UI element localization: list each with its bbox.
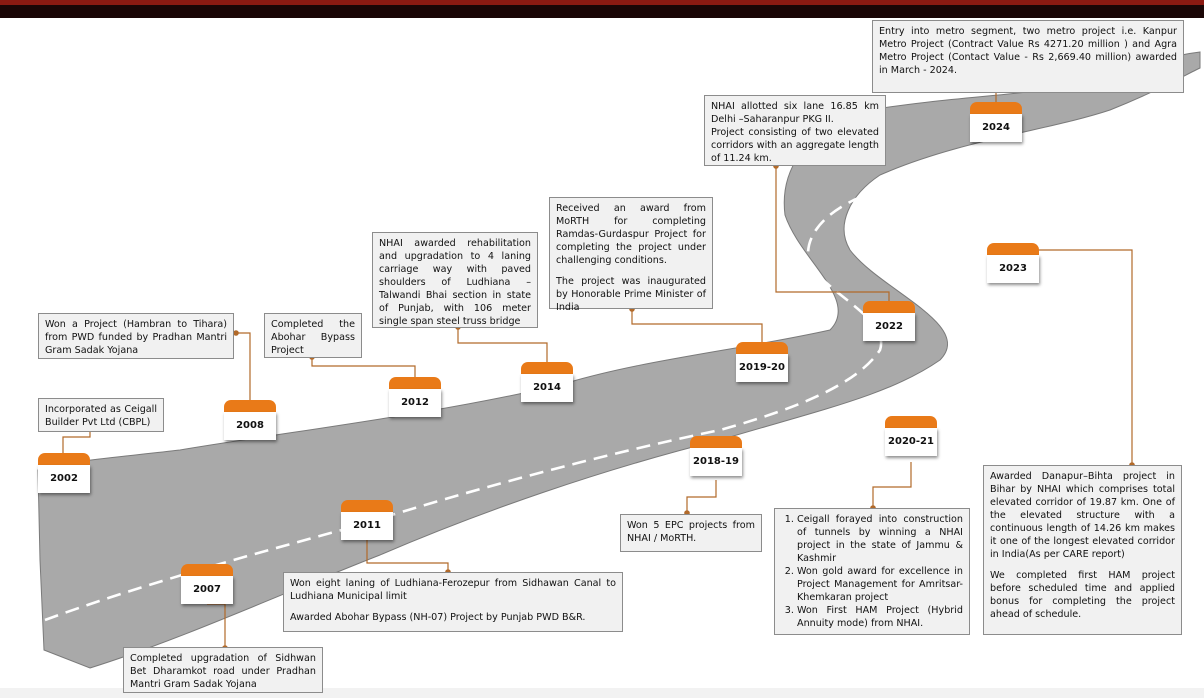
note-text: Won 5 EPC projects from NHAI / MoRTH. <box>627 520 755 544</box>
road-surface <box>37 51 1201 669</box>
note-text: Awarded Danapur–Bihta project in Bihar b… <box>990 471 1175 560</box>
connector-2012 <box>311 357 416 377</box>
note-text: We completed first HAM project before sc… <box>990 570 1175 620</box>
note-2023: Awarded Danapur–Bihta project in Bihar b… <box>983 465 1182 635</box>
milestone-year: 2007 <box>181 576 233 604</box>
milestone-cap <box>341 500 393 514</box>
note-2022: NHAI allotted six lane 16.85 km Delhi –S… <box>704 95 886 166</box>
note-2018-19: Won 5 EPC projects from NHAI / MoRTH. <box>620 514 762 552</box>
connector-2014 <box>457 327 548 362</box>
milestone-cap <box>690 436 742 450</box>
note-2019-20: Received an award from MoRTH for complet… <box>549 197 713 313</box>
milestone-2002: 2002 <box>38 453 90 493</box>
note-list: Ceigall forayed into construction of tun… <box>781 513 963 630</box>
milestone-cap <box>38 453 90 467</box>
note-text: NHAI awarded rehabilitation and upgradat… <box>379 238 531 327</box>
connector-2019-20 <box>631 309 763 342</box>
note-2011: Won eight laning of Ludhiana-Ferozepur f… <box>283 572 623 632</box>
note-text: Won eight laning of Ludhiana-Ferozepur f… <box>290 578 616 602</box>
header-accent-line <box>0 0 1204 5</box>
milestone-2011: 2011 <box>341 500 393 540</box>
note-2008: Won a Project (Hambran to Tihara) from P… <box>38 313 234 359</box>
note-text: Received an award from MoRTH for complet… <box>556 203 706 266</box>
note-text: Incorporated as Ceigall Builder Pvt Ltd … <box>45 404 157 428</box>
milestone-cap <box>389 377 441 391</box>
note-text: Entry into metro segment, two metro proj… <box>879 26 1177 76</box>
connector-2007 <box>207 603 226 648</box>
milestone-2019-20: 2019-20 <box>736 342 788 382</box>
connector-2023 <box>1013 249 1133 465</box>
milestone-2024: 2024 <box>970 102 1022 142</box>
milestone-cap <box>863 301 915 315</box>
milestone-2022: 2022 <box>863 301 915 341</box>
milestone-year: 2024 <box>970 114 1022 142</box>
milestone-cap <box>736 342 788 356</box>
milestone-year: 2012 <box>389 389 441 417</box>
milestone-year: 2014 <box>521 374 573 402</box>
milestone-cap <box>181 564 233 578</box>
note-2002: Incorporated as Ceigall Builder Pvt Ltd … <box>38 398 164 432</box>
connector-2011 <box>366 540 449 572</box>
connector-2008 <box>236 332 251 400</box>
milestone-year: 2018-19 <box>690 448 742 476</box>
footer-band <box>0 688 1204 698</box>
milestone-2018-19: 2018-19 <box>690 436 742 476</box>
note-list-item: Ceigall forayed into construction of tun… <box>797 513 963 565</box>
note-text: Won a Project (Hambran to Tihara) from P… <box>45 319 227 356</box>
milestone-cap <box>224 400 276 414</box>
note-text: Completed upgradation of Sidhwan Bet Dha… <box>130 653 316 690</box>
note-2007: Completed upgradation of Sidhwan Bet Dha… <box>123 647 323 693</box>
milestone-year: 2011 <box>341 512 393 540</box>
milestone-year: 2008 <box>224 412 276 440</box>
milestone-cap <box>987 243 1039 257</box>
milestone-2014: 2014 <box>521 362 573 402</box>
milestone-year: 2020-21 <box>885 428 937 456</box>
note-text: The project was inaugurated by Honorable… <box>556 276 706 313</box>
connector-2020-21 <box>872 462 912 508</box>
note-list-item: Won gold award for excellence in Project… <box>797 565 963 604</box>
milestone-year: 2022 <box>863 313 915 341</box>
dot-2008 <box>233 330 239 336</box>
milestone-year: 2019-20 <box>736 354 788 382</box>
note-list-item: Won First HAM Project (Hybrid Annuity mo… <box>797 604 963 630</box>
note-2014: NHAI awarded rehabilitation and upgradat… <box>372 232 538 328</box>
milestone-cap <box>970 102 1022 116</box>
milestone-2020-21: 2020-21 <box>885 416 937 456</box>
milestone-2008: 2008 <box>224 400 276 440</box>
note-text: Completed the Abohar Bypass Project <box>271 319 355 356</box>
milestone-year: 2002 <box>38 465 90 493</box>
milestone-year: 2023 <box>987 255 1039 283</box>
connector-2018-19 <box>686 480 717 513</box>
milestone-cap <box>521 362 573 376</box>
milestone-2007: 2007 <box>181 564 233 604</box>
milestone-2012: 2012 <box>389 377 441 417</box>
note-2012: Completed the Abohar Bypass Project <box>264 313 362 358</box>
connector-2022 <box>775 166 890 301</box>
note-text: Awarded Abohar Bypass (NH-07) Project by… <box>290 612 586 623</box>
connector-2002 <box>62 428 91 453</box>
note-text: NHAI allotted six lane 16.85 km Delhi –S… <box>711 101 879 125</box>
note-2024: Entry into metro segment, two metro proj… <box>872 20 1184 93</box>
note-2020-21: Ceigall forayed into construction of tun… <box>774 508 970 635</box>
milestone-cap <box>885 416 937 430</box>
milestone-2023: 2023 <box>987 243 1039 283</box>
note-text: Project consisting of two elevated corri… <box>711 127 879 164</box>
